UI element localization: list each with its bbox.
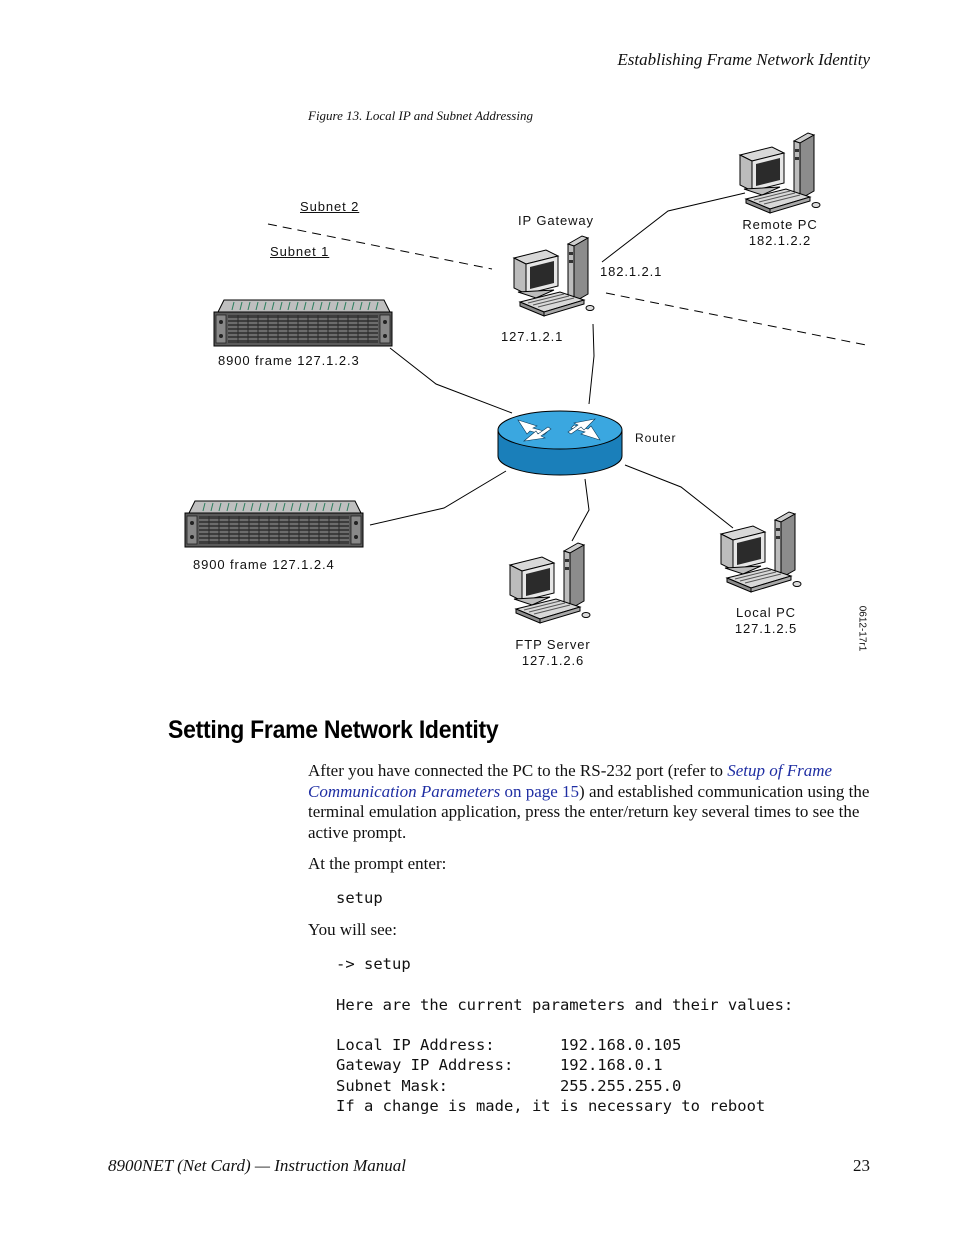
footer-manual-title: 8900NET (Net Card) — Instruction Manual [108, 1156, 406, 1175]
ftp-server-address: 127.1.2.6 [521, 653, 585, 668]
setup-output-block: -> setup Here are the current parameters… [336, 955, 794, 1116]
local-pc-label: Local PC 127.1.2.5 [716, 605, 816, 637]
gateway-lower-address: 127.1.2.1 [501, 329, 564, 344]
network-links [369, 192, 746, 542]
subnet1-label: Subnet 1 [270, 244, 330, 259]
frame-chassis-icon-2 [184, 500, 364, 548]
you-will-see-paragraph: You will see: [308, 920, 397, 939]
footer-page-number: 23 [853, 1156, 870, 1175]
subnet2-label: Subnet 2 [300, 199, 360, 214]
local-pc-name: Local PC [736, 605, 796, 620]
intro-text-after: ) and established communication using th… [308, 781, 870, 842]
intro-paragraph: After you have connected the PC to the R… [308, 761, 870, 843]
ftp-server-name: FTP Server [515, 637, 591, 652]
frame-chassis-icon-1 [213, 299, 393, 347]
section-heading: Setting Frame Network Identity [168, 716, 499, 744]
ftp-server-pc-icon [509, 542, 591, 624]
ip-gateway-label: IP Gateway [518, 213, 594, 228]
setup-frame-comm-link[interactable]: Setup of Frame Communication Parameters [308, 761, 833, 801]
frame1-label: 8900 frame 127.1.2.3 [218, 353, 360, 368]
router-icon [497, 410, 623, 476]
subnet-boundary-lines [267, 223, 867, 346]
intro-text-before: After you have connected the PC to the R… [308, 761, 728, 780]
running-header: Establishing Frame Network Identity [617, 50, 870, 69]
network-diagram [184, 132, 867, 624]
figure-caption: Figure 13. Local IP and Subnet Addressin… [308, 108, 533, 123]
gateway-upper-address: 182.1.2.1 [600, 264, 663, 279]
remote-pc-address: 182.1.2.2 [748, 233, 812, 248]
remote-pc-icon [739, 132, 821, 214]
ip-gateway-pc-icon [513, 235, 595, 317]
prompt-paragraph: At the prompt enter: [308, 854, 447, 873]
remote-pc-label: Remote PC 182.1.2.2 [730, 217, 830, 249]
frame2-label: 8900 frame 127.1.2.4 [193, 557, 335, 572]
setup-command: setup [336, 889, 383, 907]
page-reference-link[interactable]: on page 15 [500, 781, 580, 801]
local-pc-icon [720, 511, 802, 593]
remote-pc-name: Remote PC [742, 217, 818, 232]
router-label: Router [635, 431, 677, 445]
ftp-server-label: FTP Server 127.1.2.6 [503, 637, 603, 669]
local-pc-address: 127.1.2.5 [734, 621, 798, 636]
drawing-number: 0612-17r1 [856, 605, 868, 652]
